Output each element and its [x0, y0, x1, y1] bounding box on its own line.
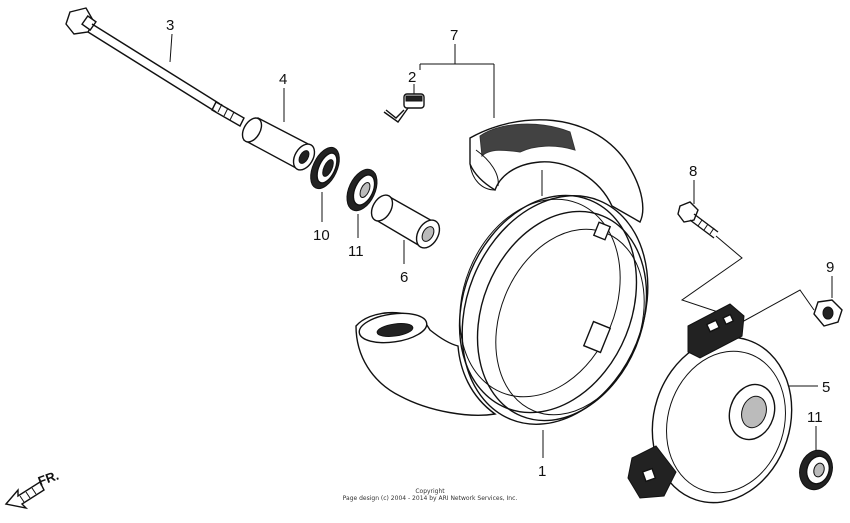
callout-nut: 9	[826, 259, 834, 276]
tire-bottom-half[interactable]	[355, 309, 497, 416]
callout-bearing-left: 10	[313, 227, 330, 244]
callout-bearing-mid: 11	[348, 243, 364, 260]
bearing-mid-part[interactable]	[341, 165, 383, 216]
rim-part[interactable]	[428, 168, 681, 453]
valve-part[interactable]	[383, 93, 425, 123]
spacer-part[interactable]	[367, 191, 444, 252]
tire-top-half[interactable]	[469, 119, 644, 223]
callout-rim: 1	[538, 463, 546, 480]
collar-part[interactable]	[239, 115, 319, 174]
bolt-part[interactable]	[677, 201, 719, 239]
callout-spacer: 6	[400, 269, 408, 286]
copyright-line: Copyright	[415, 488, 445, 495]
callout-valve: 2	[408, 69, 416, 86]
callout-bolt: 8	[689, 163, 697, 180]
axle-part[interactable]	[65, 7, 245, 127]
bearing-left-part[interactable]	[305, 143, 345, 193]
front-arrow-icon	[4, 480, 45, 510]
callout-collar: 4	[279, 71, 287, 88]
callout-tire-tube: 7	[450, 27, 458, 44]
callout-bearing-right: 11	[807, 409, 823, 426]
hub-part[interactable]	[627, 303, 813, 521]
nut-part[interactable]	[813, 299, 843, 327]
callout-axle: 3	[166, 17, 174, 34]
fr-direction-label: FR.	[36, 468, 61, 489]
callout-hub: 5	[822, 379, 830, 396]
bearing-right-part[interactable]	[795, 446, 838, 494]
copyright-notice: Page design (c) 2004 - 2014 by ARI Netwo…	[342, 495, 518, 502]
